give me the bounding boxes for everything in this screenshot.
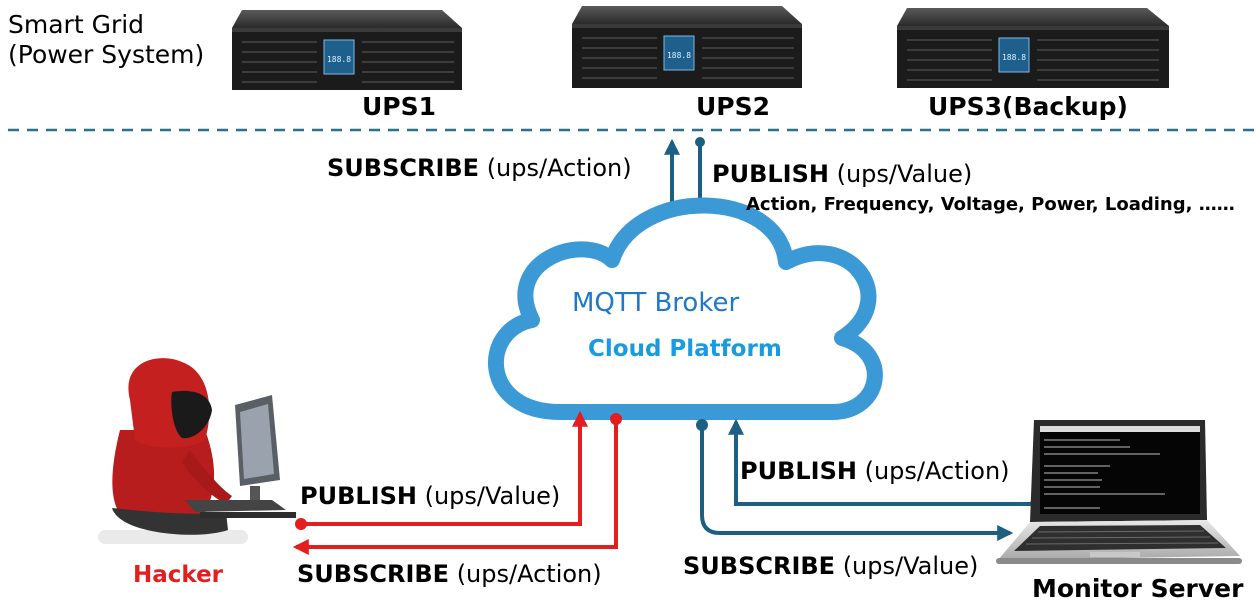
cloud-shape bbox=[488, 197, 883, 420]
hacker-publish-text: PUBLISH (ups/Value) bbox=[300, 482, 560, 510]
ups1-device: 188.8 bbox=[232, 10, 462, 90]
hacker-publish-dot bbox=[295, 518, 307, 530]
system-title: Smart Grid (Power System) bbox=[8, 10, 204, 70]
ups-subscribe-text: SUBSCRIBE (ups/Action) bbox=[327, 154, 632, 182]
cloud-broker-label: MQTT Broker bbox=[572, 288, 740, 318]
ups2-screen: 188.8 bbox=[667, 51, 691, 60]
ups-subscribe-topic: (ups/Action) bbox=[479, 154, 632, 182]
hacker-subscribe-dot bbox=[610, 413, 622, 425]
hacker-subscribe-text: SUBSCRIBE (ups/Action) bbox=[297, 560, 602, 588]
hacker-subscribe-topic: (ups/Action) bbox=[449, 560, 602, 588]
monitor-subscribe-text: SUBSCRIBE (ups/Value) bbox=[683, 552, 978, 580]
monitor-subscribe-topic: (ups/Value) bbox=[835, 552, 979, 580]
system-title-line1: Smart Grid bbox=[8, 10, 145, 39]
monitor-laptop bbox=[996, 420, 1242, 564]
ups3-screen: 188.8 bbox=[1002, 53, 1026, 62]
hacker-subscribe-arrow bbox=[292, 420, 618, 555]
ups1-screen-panel bbox=[323, 39, 355, 75]
hacker-publish-arrow bbox=[300, 410, 588, 526]
ups2-label: UPS2 bbox=[696, 92, 771, 121]
ups3-screen-panel bbox=[998, 37, 1030, 73]
system-title-line2: (Power System) bbox=[8, 40, 205, 69]
monitor-publish-arrow bbox=[728, 418, 1036, 506]
ups-publish-dot bbox=[695, 137, 705, 147]
ups-publish-topic: (ups/Value) bbox=[828, 160, 973, 188]
ups3-label: UPS3(Backup) bbox=[928, 92, 1128, 121]
monitor-subscribe-arrow bbox=[700, 428, 1014, 541]
hacker-label: Hacker bbox=[133, 562, 224, 588]
cloud-platform-label: Cloud Platform bbox=[588, 336, 782, 362]
ups1-screen: 188.8 bbox=[327, 55, 351, 64]
hacker-figure bbox=[98, 358, 296, 544]
ups-publish-fields: Action, Frequency, Voltage, Power, Loadi… bbox=[746, 194, 1235, 215]
ups-publish-keyword: PUBLISH bbox=[712, 160, 829, 188]
monitor-publish-text: PUBLISH (ups/Action) bbox=[740, 457, 1010, 485]
monitor-publish-topic: (ups/Action) bbox=[856, 457, 1010, 485]
hacker-flow-arrows bbox=[292, 410, 618, 555]
ups2-screen-panel bbox=[663, 35, 695, 71]
ups-publish-text: PUBLISH (ups/Value) bbox=[712, 160, 972, 188]
hacker-publish-keyword: PUBLISH bbox=[300, 482, 417, 510]
monitor-subscribe-dot bbox=[696, 419, 708, 431]
monitor-flow-arrows bbox=[700, 418, 1036, 541]
hacker-publish-topic: (ups/Value) bbox=[416, 482, 561, 510]
monitor-publish-keyword: PUBLISH bbox=[740, 457, 857, 485]
monitor-subscribe-keyword: SUBSCRIBE bbox=[683, 552, 836, 580]
monitor-server-label: Monitor Server bbox=[1032, 574, 1244, 603]
ups2-device: 188.8 bbox=[572, 6, 802, 88]
ups3-device: 188.8 bbox=[897, 8, 1169, 88]
hacker-subscribe-keyword: SUBSCRIBE bbox=[297, 560, 450, 588]
ups1-label: UPS1 bbox=[362, 92, 437, 121]
ups-subscribe-keyword: SUBSCRIBE bbox=[327, 154, 480, 182]
